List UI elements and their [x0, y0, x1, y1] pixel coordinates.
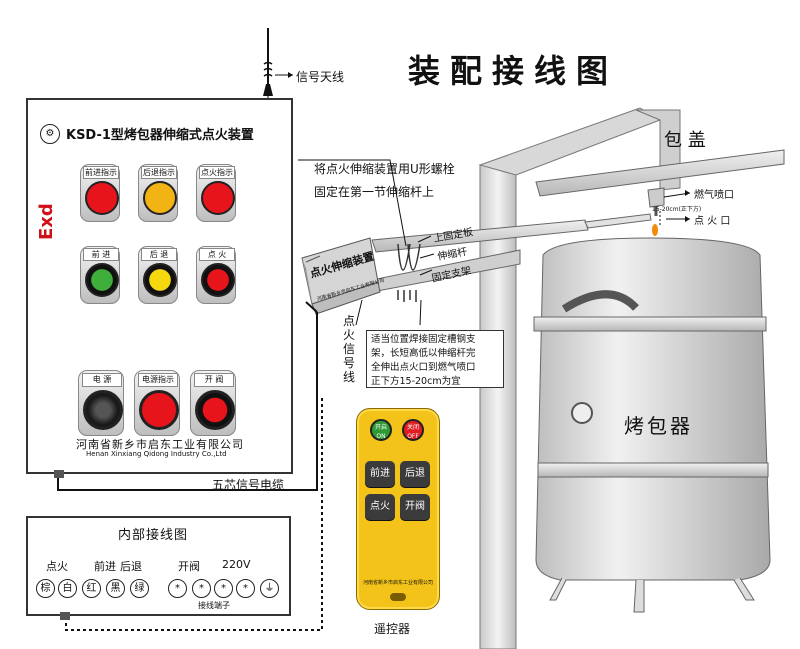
- remote-backward-key[interactable]: 后退: [400, 461, 430, 487]
- open-valve-button[interactable]: [195, 390, 235, 430]
- wiring-diagram-box: 内部接线图 点火 前进 后退 开阀 220V 棕 白 红 黑 绿 * * * *…: [26, 516, 291, 616]
- terminal-valve-1: *: [168, 579, 187, 598]
- telescopic-rod: [371, 213, 652, 302]
- plate-backward: 后 退: [138, 246, 178, 304]
- forward-indicator-lamp: [85, 181, 119, 215]
- gas-nozzle-label: 燃气喷口: [694, 190, 734, 201]
- backward-button[interactable]: [143, 263, 177, 297]
- company-name: 河南省新乡市启东工业有限公司: [76, 438, 244, 451]
- power-indicator-lamp: [139, 390, 179, 430]
- remote-open-valve-key[interactable]: 开阀: [400, 494, 430, 520]
- wiring-title: 内部接线图: [118, 528, 189, 543]
- wiring-cable-gland: [60, 612, 70, 620]
- annotation-mount: 将点火伸缩装置用U形螺栓 固定在第一节伸缩杆上: [314, 162, 455, 199]
- forward-button[interactable]: [85, 263, 119, 297]
- group-forward: 前进: [94, 560, 116, 573]
- terminal-white: 白: [58, 579, 77, 598]
- ground-terminal-icon: ⏚: [260, 579, 279, 598]
- cable-gland: [54, 470, 64, 478]
- vessel-drawing: [533, 237, 771, 613]
- remote-led-icon: [390, 593, 406, 601]
- power-switch[interactable]: [83, 390, 123, 430]
- terminal-valve-2: *: [192, 579, 211, 598]
- control-cabinet: ⚙ KSD-1型烤包器伸缩式点火装置 Exd 前进指示 后退指示 点火指示 前 …: [26, 98, 293, 474]
- plate-backward-indicator: 后退指示: [138, 164, 178, 222]
- terminal-brown: 棕: [36, 579, 55, 598]
- ignition-device-drawing: [301, 237, 381, 315]
- company-name-en: Henan Xinxiang Qidong Industry Co.,Ltd: [86, 450, 227, 458]
- distance-label: 15-20cm(正下方): [652, 206, 702, 213]
- support-frame: [478, 107, 785, 649]
- remote-forward-key[interactable]: 前进: [365, 461, 395, 487]
- cable-label: 五芯信号电缆: [212, 478, 285, 492]
- vessel-label: 烤包器: [624, 414, 693, 438]
- group-220v: 220V: [222, 558, 251, 571]
- terminal-220v-1: *: [214, 579, 233, 598]
- group-open-valve: 开阀: [178, 560, 200, 573]
- plate-power-indicator: 电源指示: [134, 370, 180, 436]
- logo-icon: ⚙: [40, 124, 60, 144]
- cabinet-title: KSD-1型烤包器伸缩式点火装置: [66, 128, 254, 143]
- plate-ignite: 点 火: [196, 246, 236, 304]
- annotation-weld: 适当位置焊接固定槽钢支 架，长短高低以伸缩杆完 全伸出点火口到燃气喷口 正下方1…: [366, 330, 504, 388]
- page-title: 装配接线图: [408, 52, 619, 90]
- ignite-port-label: 点 火 口: [694, 216, 731, 227]
- remote-label: 遥控器: [374, 622, 411, 636]
- antenna-icon: [263, 28, 293, 96]
- remote-maker: 河南省新乡市启东工业有限公司: [363, 580, 434, 586]
- remote-ignite-key[interactable]: 点火: [365, 494, 395, 520]
- terminal-red: 红: [82, 579, 101, 598]
- lid-label: 包 盖: [664, 130, 706, 151]
- terminal-220v-2: *: [236, 579, 255, 598]
- antenna-label: 信号天线: [296, 70, 345, 84]
- callout-lines: [298, 159, 435, 326]
- signal-line-label: 点火信号线: [343, 314, 356, 384]
- group-ignite: 点火: [46, 560, 68, 573]
- plate-forward-indicator: 前进指示: [80, 164, 120, 222]
- group-backward: 后退: [120, 560, 142, 573]
- backward-indicator-lamp: [143, 181, 177, 215]
- terminal-footer: 接线端子: [198, 601, 230, 610]
- terminal-green: 绿: [130, 579, 149, 598]
- exd-mark: Exd: [36, 203, 57, 240]
- plate-ignite-indicator: 点火指示: [196, 164, 236, 222]
- plate-open-valve: 开 阀: [190, 370, 236, 436]
- terminal-black: 黑: [106, 579, 125, 598]
- ignite-button[interactable]: [201, 263, 235, 297]
- ignite-indicator-lamp: [201, 181, 235, 215]
- plate-forward: 前 进: [80, 246, 120, 304]
- plate-power: 电 源: [78, 370, 124, 436]
